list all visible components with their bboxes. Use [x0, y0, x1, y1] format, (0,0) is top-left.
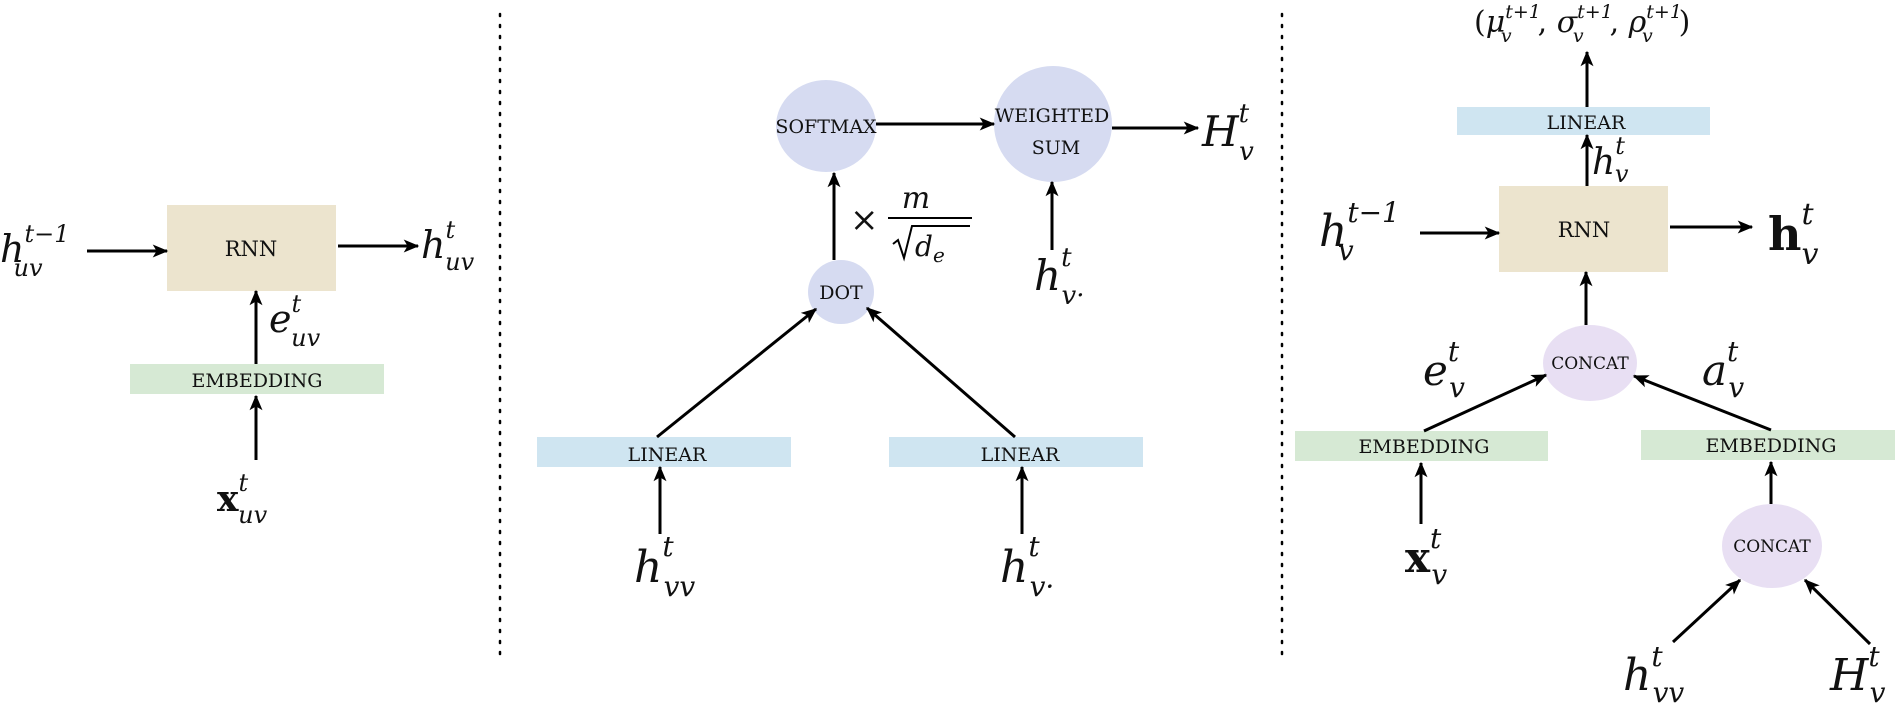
embedding-left-box-label: EMBEDDING [1359, 436, 1490, 458]
linear-right-box-label: LINEAR [981, 444, 1060, 466]
panel-2-attention: SOFTMAX WEIGHTED SUM DOT LINEAR LINEAR ×… [537, 66, 1254, 603]
arrow-linear-right-to-dot [866, 306, 1016, 439]
rnn-box [167, 205, 336, 291]
rnn-box-2-label: RNN [1558, 218, 1611, 242]
scale-denominator: de [915, 230, 945, 267]
arrow-linear-left-to-dot [656, 307, 818, 439]
weighted-sum-node-label-2: SUM [1032, 137, 1080, 159]
arrow-hvv-to-concat-bottom [1671, 578, 1742, 644]
arrow-Hv-to-concat-bottom [1803, 578, 1872, 646]
embedding-left-box [1295, 431, 1548, 461]
concat-top-node [1543, 325, 1637, 401]
weighted-sum-node [994, 66, 1112, 182]
embedding-box [130, 364, 384, 394]
dot-node [808, 260, 874, 324]
embedding-right-box [1641, 430, 1895, 460]
scale-numerator: m [902, 181, 930, 216]
embedding-right-box-label: EMBEDDING [1706, 435, 1837, 457]
linear-right-box [889, 437, 1143, 467]
rnn-box-label: RNN [225, 237, 278, 261]
sqrt-sign [892, 225, 970, 262]
linear-box-label: LINEAR [1547, 112, 1626, 134]
softmax-node [776, 80, 876, 172]
rnn-box-2 [1499, 186, 1668, 272]
linear-left-box [537, 437, 791, 467]
arrow-embedding-right-to-concat [1632, 374, 1772, 432]
embedding-box-label: EMBEDDING [192, 370, 323, 392]
weighted-sum-node-label-1: WEIGHTED [995, 105, 1109, 127]
scale-times-symbol: × [850, 200, 879, 240]
arrow-embedding-left-to-concat [1423, 373, 1548, 433]
linear-box [1457, 107, 1710, 135]
linear-left-box-label: LINEAR [628, 444, 707, 466]
concat-top-node-label: CONCAT [1551, 354, 1629, 374]
dot-node-label: DOT [819, 282, 863, 304]
scale-factor: × m de [850, 181, 972, 267]
concat-bottom-node-label: CONCAT [1733, 537, 1811, 557]
softmax-node-label: SOFTMAX [775, 116, 877, 138]
concat-bottom-node [1722, 504, 1822, 588]
